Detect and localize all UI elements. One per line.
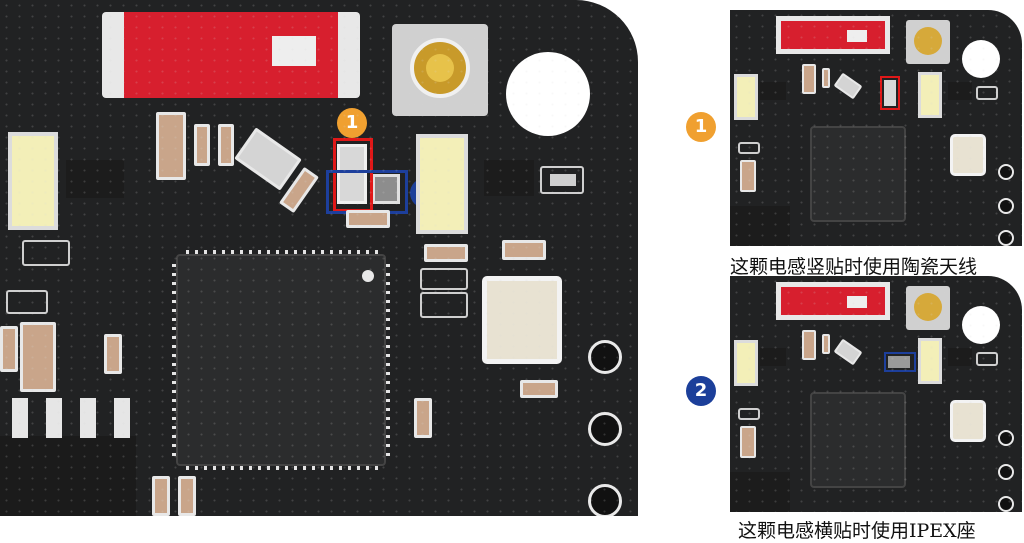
inductor [888,356,910,368]
mcu-chip [810,126,906,222]
thumbnail-vertical-inductor [730,10,1022,246]
ceramic-antenna [102,12,360,98]
highlight-box-2 [884,352,916,372]
resistor-footprint [22,240,70,266]
led-right [416,134,468,234]
resistor [520,380,558,398]
resistor [104,334,122,374]
transistor-right [484,160,534,196]
led-left [734,340,758,386]
regulator [730,472,790,512]
resistor [152,476,170,516]
ipex-connector [906,286,950,330]
led-right [918,72,942,118]
transistor [760,348,786,366]
via [998,164,1014,180]
thumbnail-horizontal-inductor [730,276,1022,512]
ceramic-antenna [776,16,890,54]
ceramic-antenna [776,282,890,320]
main-pcb-image: 1 2 [0,0,638,516]
mounting-hole [962,306,1000,344]
resistor [414,398,432,438]
via [588,340,622,374]
caption-horizontal-mount: 这颗电感横贴时使用IPEX座 [738,520,976,542]
resistor [822,334,830,354]
resistor [218,124,234,166]
resistor-footprint [738,142,760,154]
inductor-horizontal-pad [372,174,400,204]
crystal-oscillator [950,400,986,442]
inductor [884,80,896,106]
resistor [822,68,830,88]
transistor [760,82,786,100]
highlight-box-1 [880,76,900,110]
resistor-footprint [6,290,48,314]
via [998,430,1014,446]
resistor [346,210,390,228]
caption-vertical-mount: 这颗电感竖贴时使用陶瓷天线 [730,256,978,278]
resistor-footprint [976,86,998,100]
resistor [740,426,756,458]
resistor [178,476,196,516]
mcu-chip [172,250,390,470]
resistor [194,124,210,166]
led-left [734,74,758,120]
resistor [802,64,816,94]
via [998,496,1014,512]
mcu-chip [810,392,906,488]
regulator [0,436,136,516]
resistor [20,322,56,392]
mounting-hole [506,52,590,136]
crystal-oscillator [950,134,986,176]
marker-1: 1 [337,108,367,138]
resistor [740,160,756,192]
ipex-connector [906,20,950,64]
led-right [918,338,942,384]
inductor-vertical [337,144,367,204]
resistor-footprint [540,166,584,194]
via [588,484,622,516]
ipex-connector [392,24,488,116]
resistor [234,127,302,191]
transistor-left [66,160,124,198]
via [998,464,1014,480]
transistor [948,348,972,366]
transistor [948,82,972,100]
led-left [8,132,58,230]
resistor-footprint [976,352,998,366]
resistor-footprint [420,292,468,318]
resistor [833,338,863,366]
via [588,412,622,446]
resistor-footprint [738,408,760,420]
side-marker-1: 1 [686,112,716,142]
resistor [833,72,863,100]
regulator [730,206,790,246]
resistor [156,112,186,180]
crystal-oscillator [482,276,562,364]
resistor [802,330,816,360]
resistor [0,326,18,372]
resistor [424,244,468,262]
via [998,198,1014,214]
via [998,230,1014,246]
highlight-box-2 [326,170,408,214]
resistor [502,240,546,260]
resistor-footprint [420,268,468,290]
side-marker-2: 2 [686,376,716,406]
mounting-hole [962,40,1000,78]
